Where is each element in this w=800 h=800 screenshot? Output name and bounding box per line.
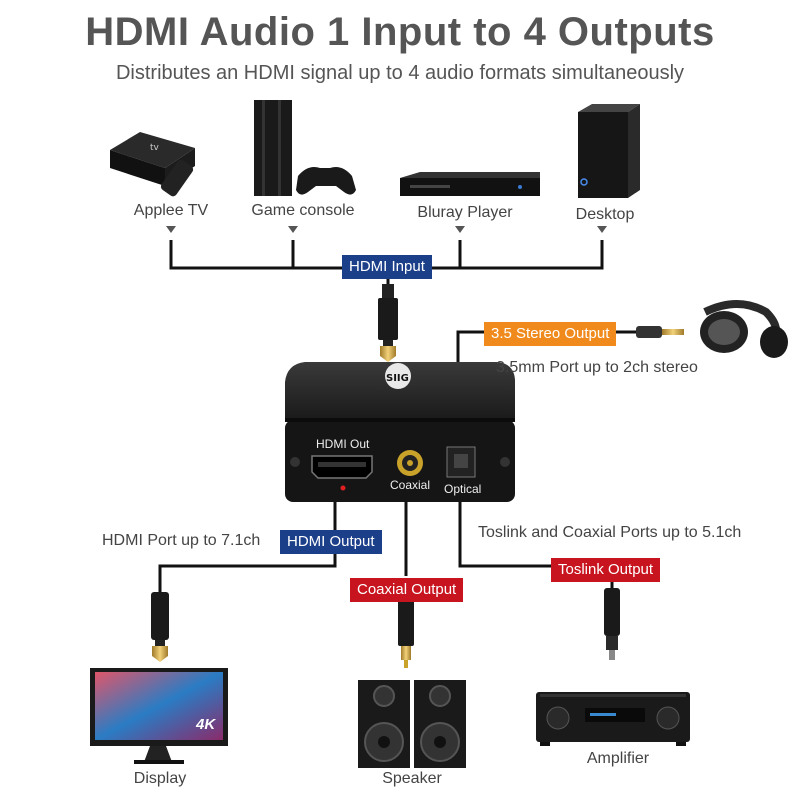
game-console-icon (254, 100, 356, 196)
hdmi-output-plug-icon (151, 592, 169, 662)
brand-logo: SIIG (385, 363, 411, 389)
toslink-plug-icon (604, 588, 620, 660)
speaker-icon (358, 680, 466, 768)
tag-coaxial-output: Coaxial Output (350, 578, 464, 602)
svg-text:SIIG: SIIG (386, 373, 409, 384)
desktop-icon (578, 104, 640, 198)
port-label-coaxial: Coaxial (390, 478, 431, 492)
output-label-display: Display (133, 770, 187, 787)
source-label-apple-tv: Applee TV (133, 202, 209, 219)
note-hdmi: HDMI Port up to 7.1ch (102, 532, 261, 549)
note-toslink-coaxial: Toslink and Coaxial Ports up to 5.1ch (478, 524, 742, 541)
tag-hdmi-output: HDMI Output (280, 530, 382, 554)
source-arrows (166, 226, 607, 233)
display-icon (90, 668, 228, 764)
headphones-icon (700, 300, 788, 358)
display-4k-badge: 4K (196, 716, 216, 733)
source-label-desktop: Desktop (575, 206, 635, 223)
tag-stereo-output: 3.5 Stereo Output (484, 322, 617, 346)
page-subtitle: Distributes an HDMI signal up to 4 audio… (115, 62, 685, 84)
bluray-player-icon (400, 172, 540, 196)
source-label-bluray-player: Bluray Player (417, 204, 513, 221)
port-label-hdmi-out: HDMI Out (316, 437, 370, 451)
tag-toslink-output: Toslink Output (551, 558, 661, 582)
stereo-cable (456, 326, 684, 362)
note-stereo: 3.5mm Port up to 2ch stereo (496, 359, 698, 376)
source-label-game-console: Game console (251, 202, 355, 219)
port-label-optical: Optical (444, 482, 482, 496)
page-title: HDMI Audio 1 Input to 4 Outputs (85, 10, 715, 54)
coaxial-plug-icon (398, 600, 414, 668)
svg-text:tv: tv (150, 143, 160, 153)
hdmi-input-plug-icon (378, 284, 398, 362)
output-label-amplifier: Amplifier (586, 750, 650, 767)
amplifier-icon (536, 692, 690, 746)
apple-tv-icon: tv (110, 132, 195, 197)
tag-hdmi-input: HDMI Input (342, 255, 432, 279)
output-label-speaker: Speaker (382, 770, 442, 787)
converter-box (285, 362, 515, 502)
